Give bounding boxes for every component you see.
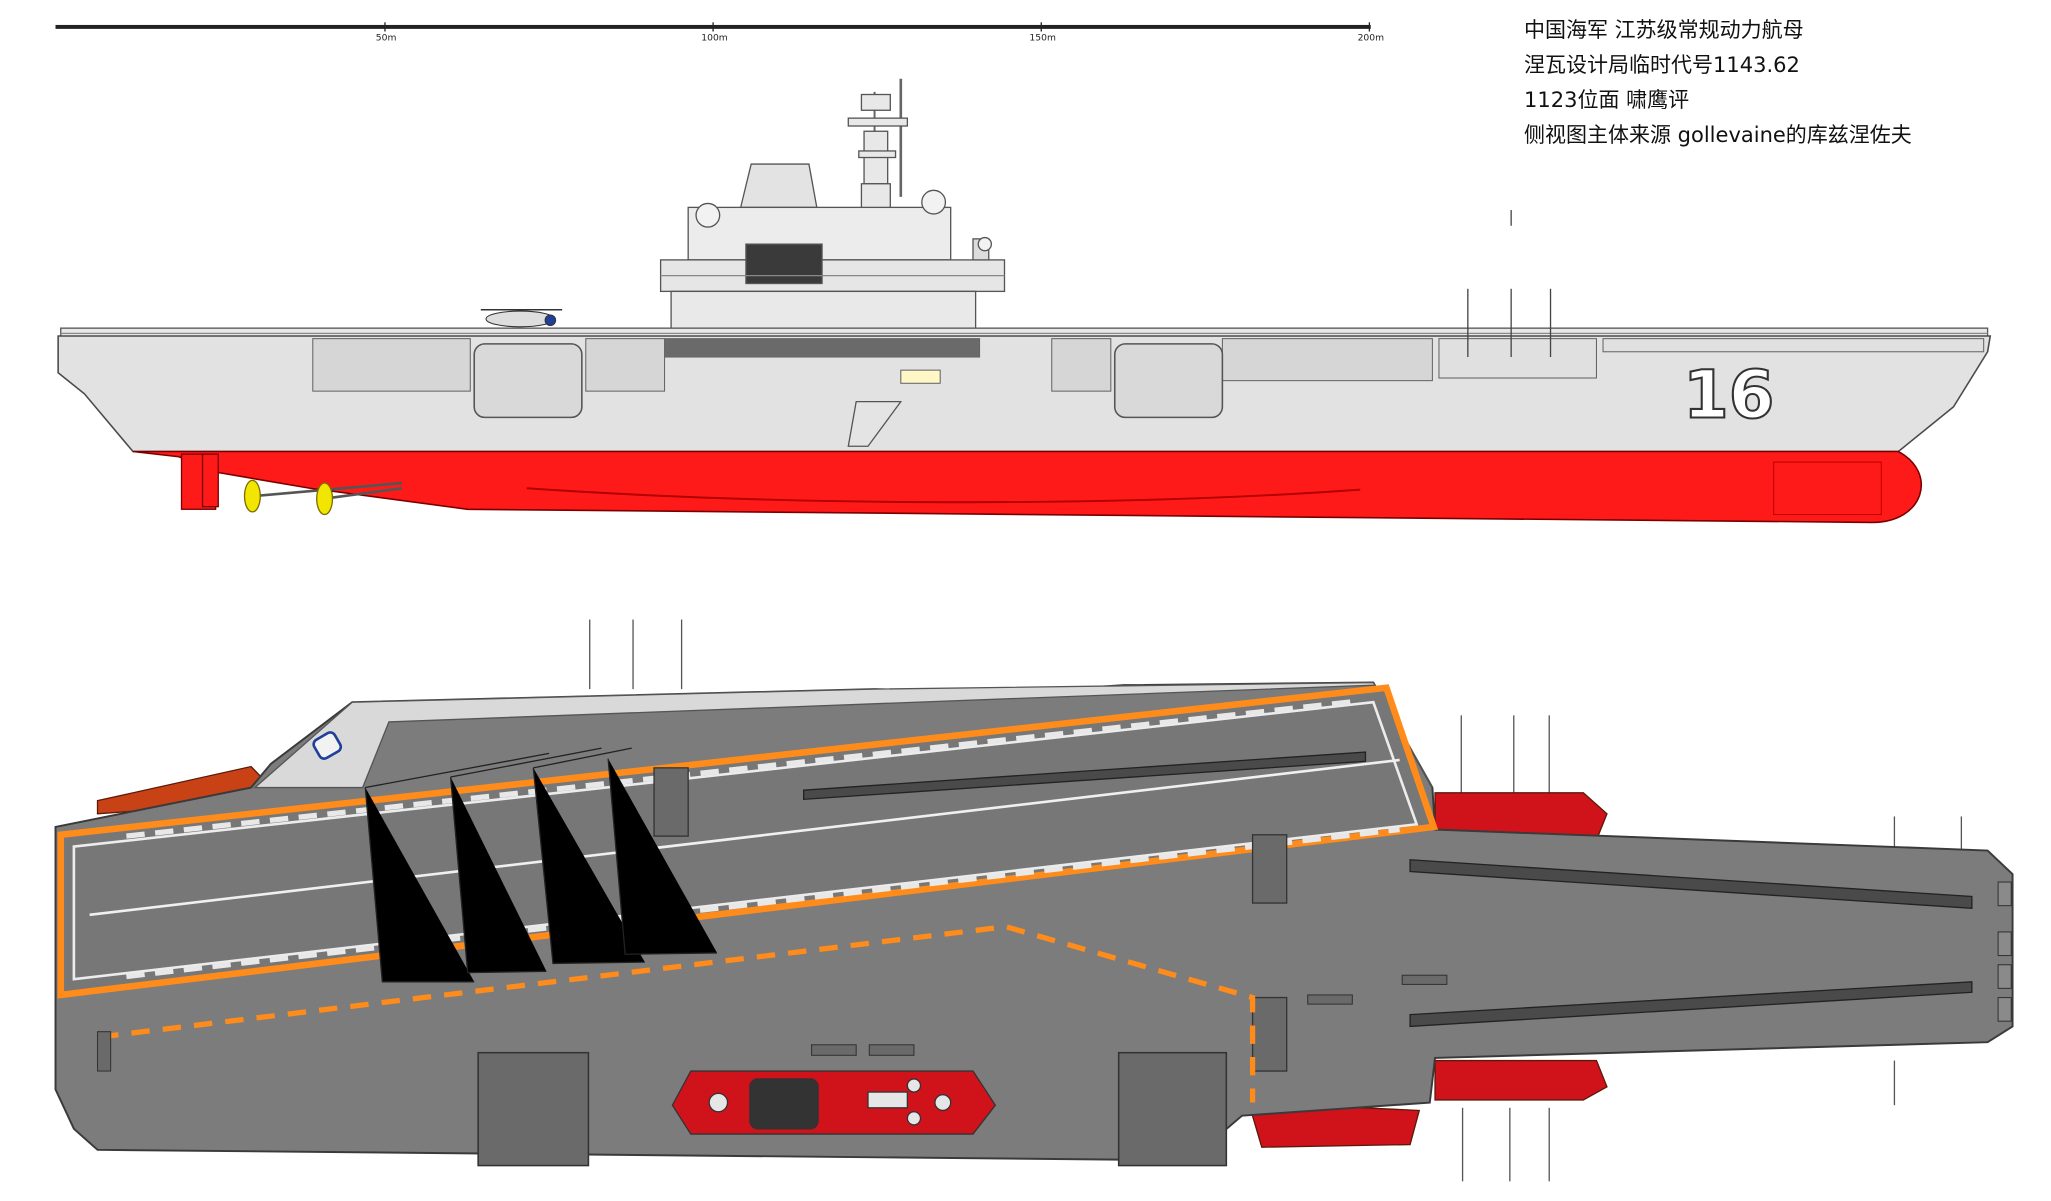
hull-number: 16	[1683, 357, 1774, 433]
taxi-guide-line	[99, 924, 1256, 1103]
bow-catapult-starboard	[1409, 981, 1973, 1028]
plan-elevator-aft	[477, 1051, 590, 1167]
landing-centerline	[89, 758, 1400, 917]
arresting-wires	[364, 747, 718, 983]
landing-deck-inner-border	[72, 700, 1419, 981]
caption-source: 侧视图主体来源 gollevaine的库兹涅佐夫	[1524, 123, 1912, 147]
side-elevators	[473, 343, 1224, 419]
caption-reviewer: 1123位面 啸鹰评	[1524, 88, 1690, 112]
sonar-dome	[1773, 461, 1882, 516]
top-view	[54, 619, 2014, 1182]
propeller-fwd	[316, 482, 334, 516]
propeller-aft	[243, 479, 261, 513]
side-view: 16	[57, 78, 1992, 524]
bilge-keel-line	[526, 487, 1361, 504]
life-raft	[312, 731, 343, 760]
bow-rigging	[1467, 210, 1552, 358]
sponson-bow-starboard	[1434, 1059, 1608, 1101]
angled-deck-strut	[847, 400, 903, 447]
scale-label-200: 200m	[1358, 33, 1385, 44]
blast-deflectors	[653, 767, 1288, 1072]
deck-markings	[96, 974, 1448, 1072]
radome	[921, 189, 947, 215]
caption-title: 中国海军 江苏级常规动力航母	[1524, 18, 1804, 42]
landing-edge-marks-upper	[126, 698, 1361, 839]
elevator-aft	[473, 343, 583, 419]
island-plan	[671, 1070, 997, 1135]
island-plan-radar	[749, 1078, 819, 1130]
island-bridge-windows	[745, 243, 823, 285]
plan-elevator-fwd	[1117, 1051, 1228, 1167]
island-radar-block	[739, 163, 818, 209]
scale-label-50: 50m	[376, 33, 397, 44]
landing-edge-marks-lower	[126, 826, 1400, 980]
hull-lower-red	[132, 450, 1923, 524]
waist-catapult	[803, 751, 1367, 801]
caption-block: 中国海军 江苏级常规动力航母 涅瓦设计局临时代号1143.62 1123位面 啸…	[1524, 13, 2034, 153]
caption-design-bureau: 涅瓦设计局临时代号1143.62	[1524, 53, 1800, 77]
propellers	[243, 479, 403, 516]
elevator-fwd	[1113, 343, 1224, 419]
plan-elevators	[477, 1051, 1228, 1167]
island-superstructure	[659, 163, 1006, 332]
bow-catapult-port	[1409, 859, 1973, 909]
deck-edge-walkway	[253, 681, 1433, 789]
scale-bar: 50m 100m 150m 200m	[55, 22, 1385, 44]
gallery-details	[312, 338, 1985, 392]
radome	[695, 202, 721, 228]
scale-label-150: 150m	[1029, 33, 1056, 44]
scale-label-100: 100m	[701, 33, 728, 44]
rigging-poles	[589, 619, 1963, 1182]
bow-rails	[1997, 881, 2012, 1022]
island-base	[670, 290, 977, 332]
helicopter	[480, 308, 563, 328]
rudders	[180, 453, 219, 510]
